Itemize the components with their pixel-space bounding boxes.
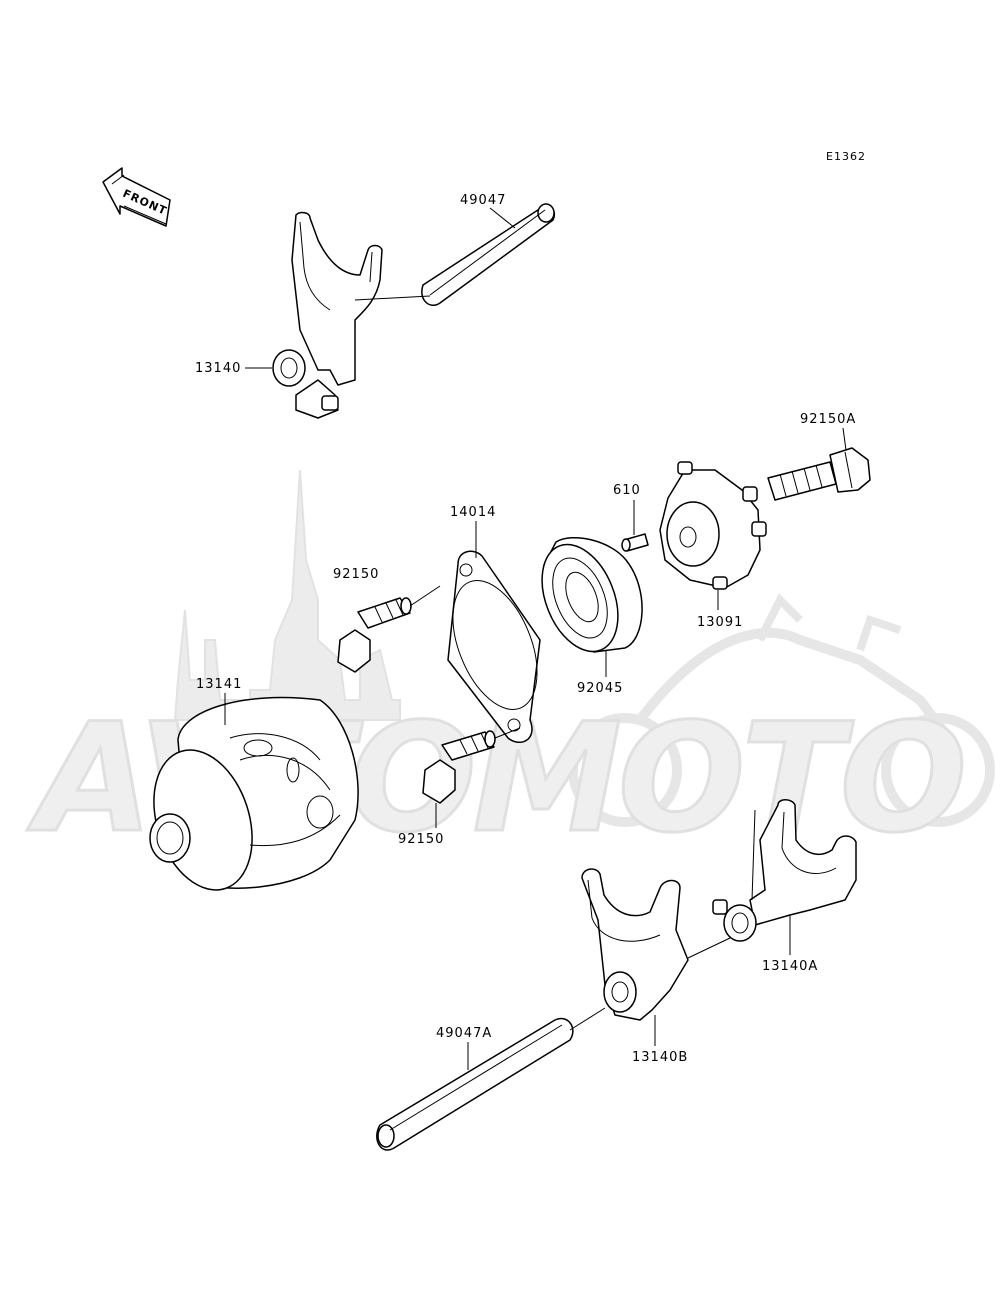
label-92150-top: 92150 [333, 567, 379, 582]
label-49047A: 49047A [436, 1026, 492, 1041]
front-arrow-icon: FRONT [102, 167, 171, 227]
label-92150A: 92150A [800, 412, 856, 427]
part-14014-plate [447, 550, 541, 743]
label-13140A: 13140A [762, 959, 818, 974]
part-49047A-shift-rod [376, 1007, 606, 1151]
part-13140-shift-fork [272, 211, 431, 419]
label-13140: 13140 [195, 361, 241, 376]
label-14014: 14014 [450, 505, 496, 520]
part-92150-bolt-top [337, 585, 441, 673]
label-13141: 13141 [196, 677, 242, 692]
label-610: 610 [613, 483, 641, 498]
label-92045: 92045 [577, 681, 623, 696]
part-13091-pin-plate [659, 461, 767, 590]
label-13091: 13091 [697, 615, 743, 630]
part-92150-bolt-bottom [422, 727, 521, 804]
part-610-pin [621, 533, 649, 552]
diagram-code: E1362 [826, 150, 866, 163]
watermark-motorcycle [568, 593, 995, 827]
part-49047-shift-rod [421, 203, 556, 306]
leader-49047 [489, 207, 516, 229]
label-92150-bottom: 92150 [398, 832, 444, 847]
part-13140A-shift-fork [712, 799, 857, 942]
part-92150A-bolt [767, 447, 871, 501]
watermark-castle-shape [249, 469, 401, 721]
leader-92150A [842, 427, 847, 451]
watermark-castle-left [173, 609, 251, 721]
part-13141-shift-drum [149, 696, 359, 891]
part-92045-bearing [541, 536, 643, 653]
label-13140B: 13140B [632, 1050, 688, 1065]
part-13140B-shift-fork [581, 868, 731, 1021]
label-49047: 49047 [460, 193, 506, 208]
